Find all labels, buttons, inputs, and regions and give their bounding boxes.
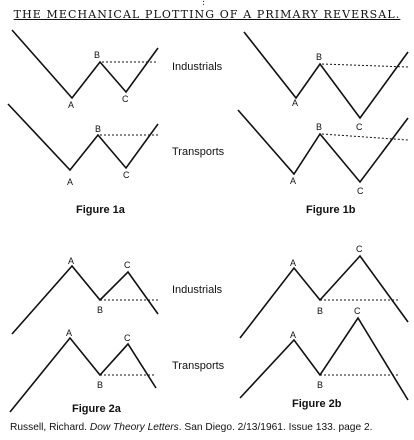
- fig1b-tr-label-c: C: [357, 186, 364, 196]
- figure-label-2b: Figure 2b: [292, 398, 342, 410]
- fig2a-tr-label-a: A: [66, 328, 72, 338]
- fig1a-industrials-line: [11, 29, 159, 100]
- fig2a-ind-label-a: A: [68, 256, 74, 266]
- fig1b-ind-label-b: B: [316, 52, 322, 62]
- fig1b-transports-line: [237, 109, 409, 184]
- fig1b-tr-label-b: B: [316, 122, 322, 132]
- row-label-industrials-2: Industrials: [172, 284, 223, 296]
- fig1b-ind-label-a: A: [292, 98, 298, 108]
- fig2b-ind-label-b: B: [317, 306, 323, 316]
- fig1b-ind-label-c: C: [356, 122, 363, 132]
- fig1b-industrials-b-level: [321, 63, 409, 68]
- row-label-transports-2: Transports: [172, 360, 225, 372]
- fig2b-ind-label-a: A: [290, 258, 296, 268]
- fig1a-tr-label-a: A: [67, 177, 73, 187]
- fig1a-ind-label-c: C: [122, 94, 129, 104]
- fig1b-tr-label-a: A: [290, 176, 296, 186]
- fig2b-tr-label-b: B: [317, 380, 323, 390]
- row-label-industrials-1: Industrials: [172, 61, 223, 73]
- citation: Russell, Richard. Dow Theory Letters. Sa…: [10, 422, 410, 433]
- fig1a-ind-label-a: A: [68, 100, 74, 110]
- citation-publication: Dow Theory Letters: [89, 422, 179, 433]
- fig2a-tr-label-b: B: [97, 380, 103, 390]
- fig1a-transports-line: [7, 103, 159, 172]
- row-label-transports-1: Transports: [172, 146, 225, 158]
- top-mark: :: [202, 0, 206, 8]
- figure-label-2a: Figure 2a: [72, 403, 121, 415]
- fig2b-tr-label-a: A: [290, 330, 296, 340]
- fig2b-ind-label-c: C: [356, 244, 363, 254]
- figure-label-1a: Figure 1a: [76, 204, 125, 216]
- fig2a-ind-label-b: B: [97, 305, 103, 315]
- fig1a-tr-label-c: C: [123, 170, 130, 180]
- fig2b-transports-line: [239, 316, 409, 401]
- fig2a-transports-line: [9, 336, 157, 413]
- figure-label-1b: Figure 1b: [306, 204, 356, 216]
- fig1a-ind-label-b: B: [94, 50, 100, 60]
- fig2b-industrials-line: [239, 254, 409, 339]
- citation-author: Russell, Richard.: [10, 422, 87, 433]
- fig1a-tr-label-b: B: [95, 124, 101, 134]
- fig2a-tr-label-c: C: [124, 333, 131, 343]
- citation-details: . San Diego. 2/13/1961. Issue 133. page …: [178, 422, 373, 433]
- fig1b-industrials-line: [243, 31, 409, 120]
- fig2b-tr-label-c: C: [354, 306, 361, 316]
- diagram-title: THE MECHANICAL PLOTTING OF A PRIMARY REV…: [13, 8, 401, 21]
- fig2a-ind-label-c: C: [124, 260, 131, 270]
